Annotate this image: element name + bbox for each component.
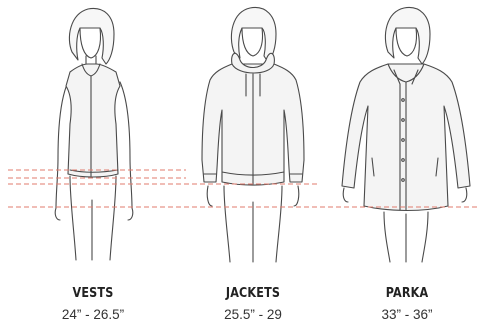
figure-vest bbox=[55, 8, 133, 260]
garment-title-vests: VESTS bbox=[24, 286, 162, 301]
figure-parka bbox=[342, 8, 470, 262]
garment-title-parka: PARKA bbox=[338, 286, 476, 301]
garment-range-jackets: 25.5” - 29 bbox=[173, 307, 333, 322]
garment-range-parka: 33” - 36” bbox=[327, 307, 483, 322]
vest-garment bbox=[66, 64, 120, 177]
figure-jacket bbox=[202, 8, 304, 262]
garment-title-jackets: JACKETS bbox=[184, 286, 322, 301]
garment-range-vests: 24” - 26.5” bbox=[13, 307, 173, 322]
